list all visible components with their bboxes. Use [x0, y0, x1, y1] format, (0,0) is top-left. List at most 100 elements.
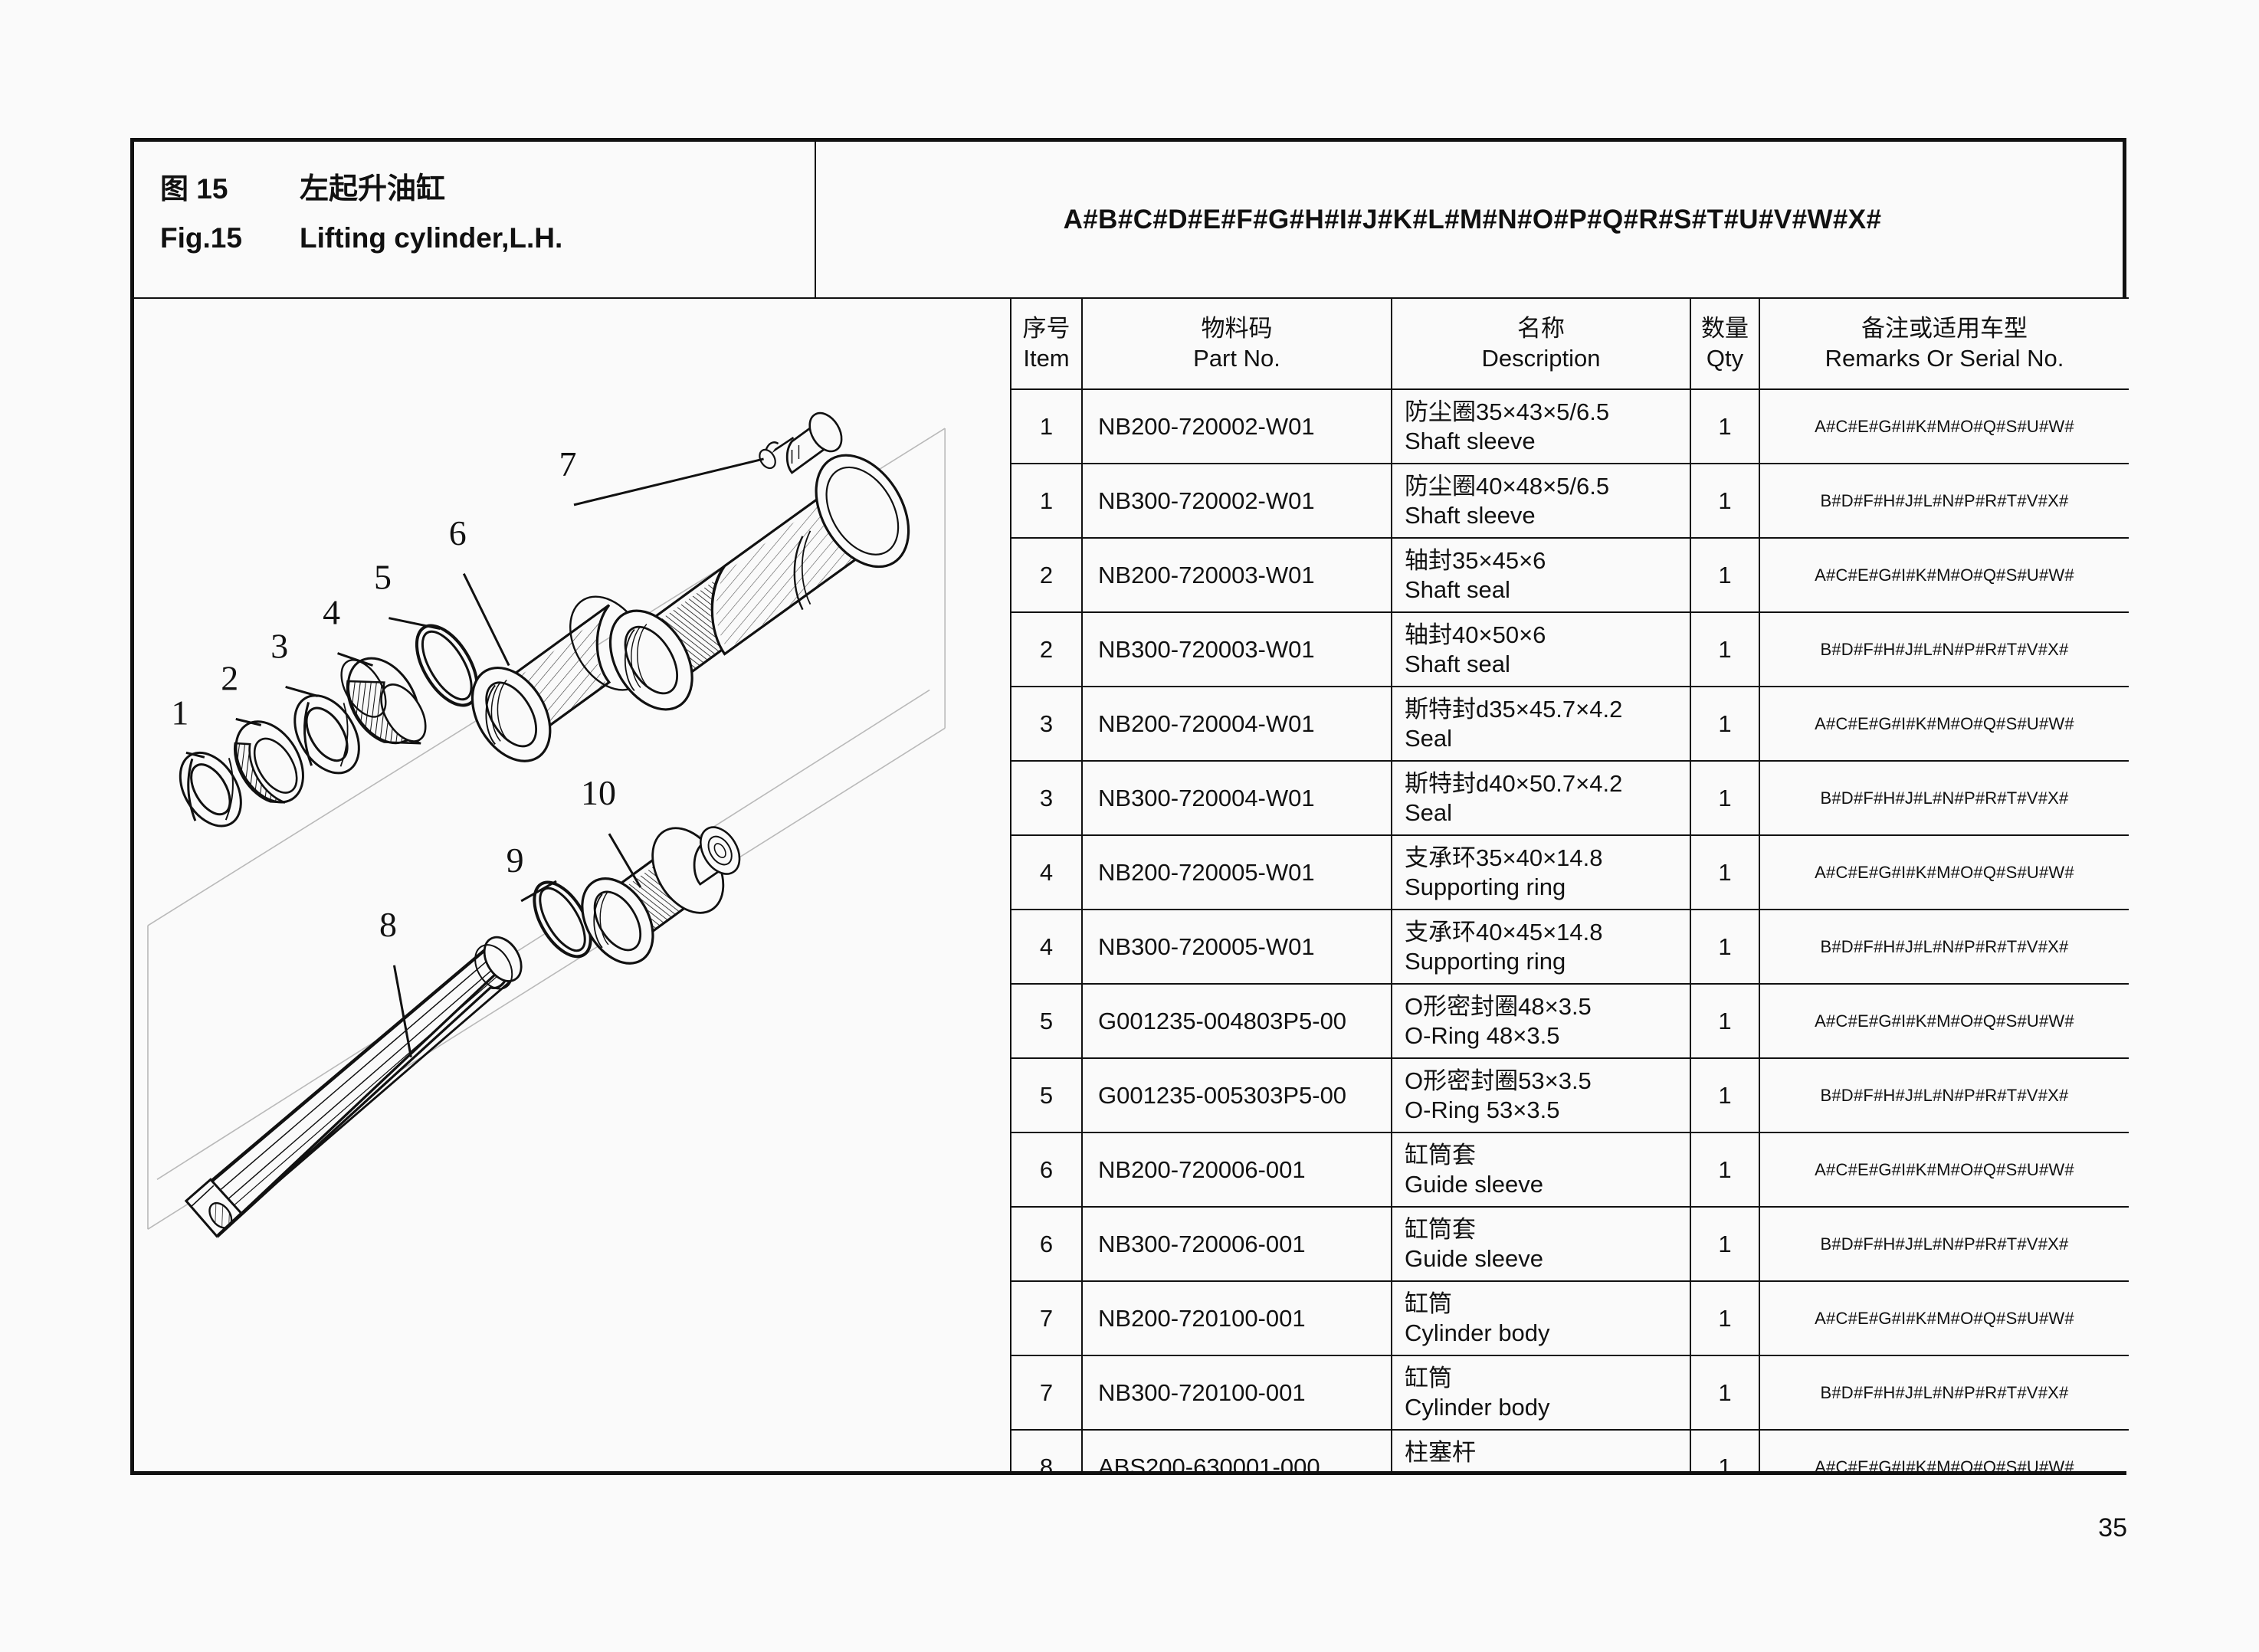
- callout-number: 8: [379, 905, 397, 944]
- description-chinese: 支承环35×40×14.8: [1405, 844, 1603, 871]
- cell-remarks: B#D#F#H#J#L#N#P#R#T#V#X#: [1759, 761, 2129, 836]
- cell-remarks: A#C#E#G#I#K#M#O#Q#S#U#W#: [1759, 1132, 2129, 1208]
- cell-item: 7: [1011, 1281, 1083, 1356]
- part-10-piston-head: [581, 826, 741, 965]
- cell-part-no: NB300-720002-W01: [1082, 464, 1392, 539]
- description-chinese: 支承环40×45×14.8: [1405, 918, 1603, 946]
- parts-table-container: 序号 Item 物料码 Part No. 名称 Description 数量: [1011, 299, 2129, 1471]
- cell-qty: 1: [1690, 1207, 1760, 1282]
- cell-remarks: B#D#F#H#J#L#N#P#R#T#V#X#: [1759, 1355, 2129, 1431]
- cell-part-no: NB300-720100-001: [1082, 1355, 1392, 1431]
- model-code-text: A#B#C#D#E#F#G#H#I#J#K#L#M#N#O#P#Q#R#S#T#…: [1063, 204, 1882, 234]
- cell-qty: 1: [1690, 984, 1760, 1059]
- cell-remarks: B#D#F#H#J#L#N#P#R#T#V#X#: [1759, 464, 2129, 539]
- cell-part-no: G001235-005303P5-00: [1082, 1058, 1392, 1133]
- cell-part-no: NB300-720004-W01: [1082, 761, 1392, 836]
- cell-part-no: NB200-720006-001: [1082, 1132, 1392, 1208]
- cell-item: 4: [1011, 910, 1083, 985]
- description-chinese: 防尘圈35×43×5/6.5: [1405, 398, 1610, 425]
- parts-table: 序号 Item 物料码 Part No. 名称 Description 数量: [1011, 299, 2129, 1471]
- description-chinese: 缸筒套: [1405, 1141, 1476, 1169]
- cell-item: 1: [1011, 464, 1083, 539]
- page-number: 35: [2098, 1513, 2127, 1542]
- cell-item: 3: [1011, 761, 1083, 836]
- cell-item: 1: [1011, 389, 1083, 464]
- cell-item: 4: [1011, 835, 1083, 910]
- figure-number-cn: 图 15: [160, 173, 228, 205]
- part-2-shaft-seal: [234, 720, 304, 804]
- model-code-banner: A#B#C#D#E#F#G#H#I#J#K#L#M#N#O#P#Q#R#S#T#…: [816, 142, 2129, 299]
- cell-remarks: B#D#F#H#J#L#N#P#R#T#V#X#: [1759, 1058, 2129, 1133]
- description-english: Supporting ring: [1405, 873, 1566, 900]
- callout-number: 3: [270, 627, 288, 666]
- col-header-remarks: 备注或适用车型 Remarks Or Serial No.: [1759, 299, 2129, 390]
- description-english: Seal: [1405, 798, 1453, 826]
- cell-part-no: NB200-720100-001: [1082, 1281, 1392, 1356]
- cell-item: 6: [1011, 1207, 1083, 1282]
- cell-qty: 1: [1690, 464, 1760, 539]
- cell-qty: 1: [1690, 1355, 1760, 1431]
- description-english: O-Ring 53×3.5: [1405, 1096, 1560, 1123]
- cell-part-no: NB300-720005-W01: [1082, 910, 1392, 985]
- description-english: Cylinder body: [1405, 1319, 1550, 1346]
- col-header-description: 名称 Description: [1392, 299, 1691, 390]
- cell-qty: 1: [1690, 1430, 1760, 1471]
- cell-item: 7: [1011, 1355, 1083, 1431]
- description-english: Shaft sleeve: [1405, 427, 1536, 454]
- description-english: Piston rod: [1405, 1467, 1690, 1471]
- cell-qty: 1: [1690, 761, 1760, 836]
- title-block: 图 15 左起升油缸 Fig.15 Lifting cylinder,L.H.: [134, 142, 816, 299]
- cell-part-no: G001235-004803P5-00: [1082, 984, 1392, 1059]
- part-3-seal-ring: [293, 694, 360, 775]
- cell-item: 2: [1011, 612, 1083, 687]
- callout-number: 7: [559, 444, 577, 483]
- description-english: O-Ring 48×3.5: [1405, 1021, 1560, 1049]
- callout-leader-lines: [185, 457, 764, 1057]
- part-5-o-ring: [415, 624, 479, 707]
- description-english: Guide sleeve: [1405, 1170, 1543, 1198]
- description-chinese: 防尘圈40×48×5/6.5: [1405, 472, 1610, 500]
- cell-part-no: NB300-720006-001: [1082, 1207, 1392, 1282]
- cell-remarks: A#C#E#G#I#K#M#O#Q#S#U#W#: [1759, 835, 2129, 910]
- figure-title-chinese: 图 15 左起升油缸: [160, 165, 815, 207]
- col-header-part-no: 物料码 Part No.: [1082, 299, 1392, 390]
- part-8-piston-rod: [184, 936, 523, 1239]
- cell-description: 柱塞杆Piston rod: [1392, 1430, 1691, 1471]
- cell-part-no: NB200-720002-W01: [1082, 389, 1392, 464]
- cell-qty: 1: [1690, 1281, 1760, 1356]
- description-english: Shaft seal: [1405, 650, 1510, 677]
- callout-number: 9: [507, 841, 524, 880]
- description-english: Shaft seal: [1405, 575, 1510, 603]
- parts-table-head: 序号 Item 物料码 Part No. 名称 Description 数量: [1011, 299, 2129, 390]
- figure-name-cn: 左起升油缸: [300, 173, 446, 205]
- figure-name-en: Lifting cylinder,L.H.: [300, 222, 563, 254]
- diagram-geometry: [147, 411, 946, 1239]
- parts-table-header-row: 序号 Item 物料码 Part No. 名称 Description 数量: [1011, 299, 2129, 390]
- col-header-qty: 数量 Qty: [1690, 299, 1760, 390]
- callout-number: 5: [374, 558, 392, 597]
- cell-part-no: ABS200-630001-000: [1082, 1430, 1392, 1471]
- cell-item: 3: [1011, 687, 1083, 762]
- cell-part-no: NB200-720003-W01: [1082, 538, 1392, 613]
- cell-item: 5: [1011, 1058, 1083, 1133]
